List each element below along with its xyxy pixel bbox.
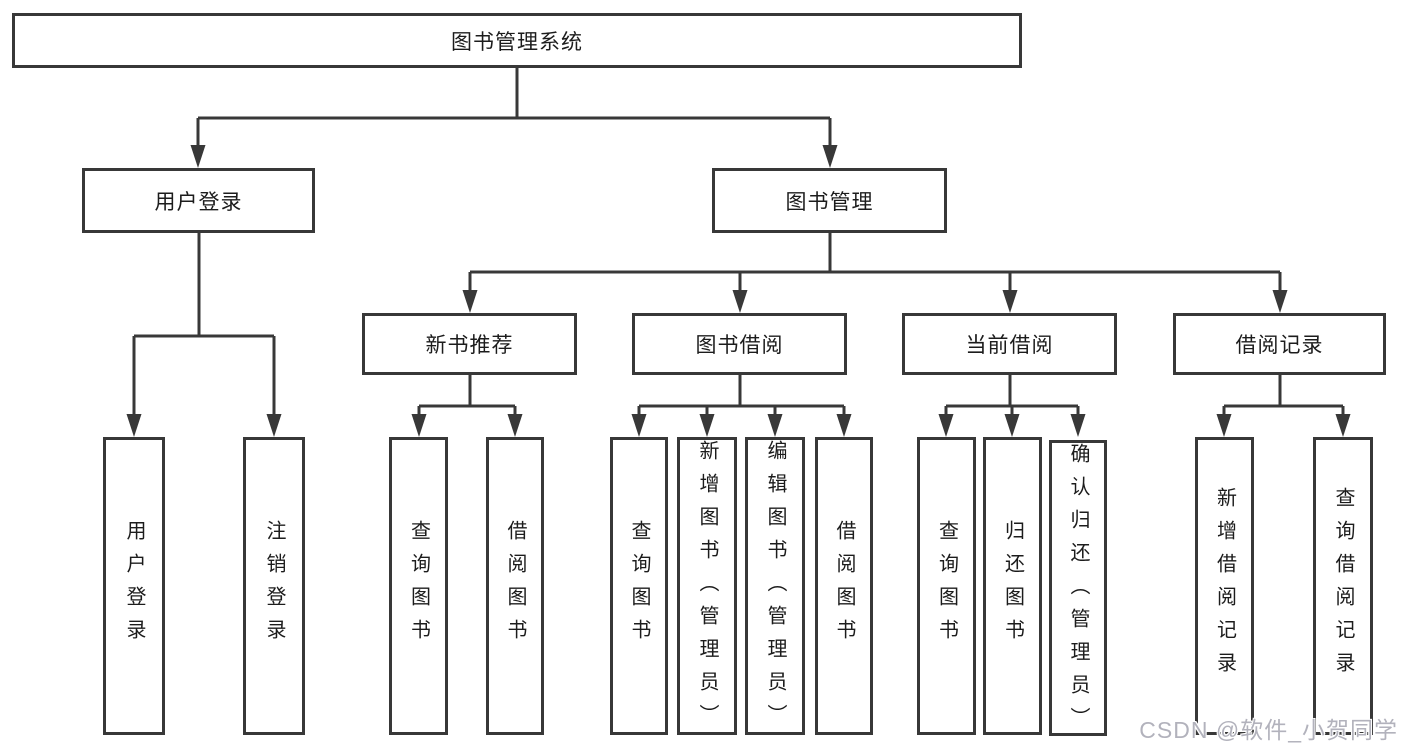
node-root-label: 图书管理系统 xyxy=(451,30,583,54)
leaf-confirm-return-admin: 确认归还（管理员） xyxy=(1049,440,1107,740)
node-book-borrowing-label: 图书借阅 xyxy=(695,334,784,357)
leaf-edit-books-admin-label: 编辑图书（管理员） xyxy=(764,440,786,737)
node-user-login: 用户登录 xyxy=(82,168,315,233)
leaf-edit-books-admin: 编辑图书（管理员） xyxy=(745,437,805,737)
leaf-borrow-books-borrowing: 借阅图书 xyxy=(815,437,873,735)
node-borrowing-records: 借阅记录 xyxy=(1173,313,1386,375)
leaf-user-login: 用户登录 xyxy=(103,437,165,735)
node-user-login-label: 用户登录 xyxy=(154,190,243,214)
leaf-return-books: 归还图书 xyxy=(983,437,1042,735)
leaf-borrow-books-newbooks-label: 借阅图书 xyxy=(504,520,526,652)
leaf-add-books-admin-label: 新增图书（管理员） xyxy=(696,440,718,737)
node-current-borrowing: 当前借阅 xyxy=(902,313,1117,375)
leaf-query-borrow-record: 查询借阅记录 xyxy=(1313,437,1373,735)
leaf-add-books-admin: 新增图书（管理员） xyxy=(677,437,737,737)
leaf-borrow-books-borrowing-label: 借阅图书 xyxy=(833,520,855,652)
leaf-logout-label: 注销登录 xyxy=(263,520,285,652)
leaf-user-login-label: 用户登录 xyxy=(123,520,145,652)
leaf-query-books-borrowing-label: 查询图书 xyxy=(628,520,650,652)
node-new-book-recommend: 新书推荐 xyxy=(362,313,577,375)
node-book-management-label: 图书管理 xyxy=(785,190,874,214)
leaf-logout: 注销登录 xyxy=(243,437,305,735)
leaf-query-borrow-record-label: 查询借阅记录 xyxy=(1332,487,1354,685)
leaf-query-books-newbooks-label: 查询图书 xyxy=(407,520,430,652)
node-borrowing-records-label: 借阅记录 xyxy=(1235,334,1324,357)
leaf-return-books-label: 归还图书 xyxy=(1001,520,1024,652)
node-current-borrowing-label: 当前借阅 xyxy=(965,334,1054,357)
leaf-add-borrow-record-label: 新增借阅记录 xyxy=(1213,487,1236,685)
leaf-query-books-current-label: 查询图书 xyxy=(935,520,958,652)
csdn-watermark: CSDN @软件_小贺同学 xyxy=(1139,717,1398,743)
leaf-add-borrow-record: 新增借阅记录 xyxy=(1195,437,1254,735)
leaf-query-books-borrowing: 查询图书 xyxy=(610,437,668,735)
leaf-confirm-return-admin-label: 确认归还（管理员） xyxy=(1067,443,1089,740)
leaf-borrow-books-newbooks: 借阅图书 xyxy=(486,437,544,735)
leaf-query-books-newbooks: 查询图书 xyxy=(389,437,448,735)
leaf-query-books-current: 查询图书 xyxy=(917,437,976,735)
node-root: 图书管理系统 xyxy=(12,13,1022,68)
node-book-management: 图书管理 xyxy=(712,168,947,233)
node-book-borrowing: 图书借阅 xyxy=(632,313,847,375)
node-new-book-recommend-label: 新书推荐 xyxy=(425,334,514,357)
